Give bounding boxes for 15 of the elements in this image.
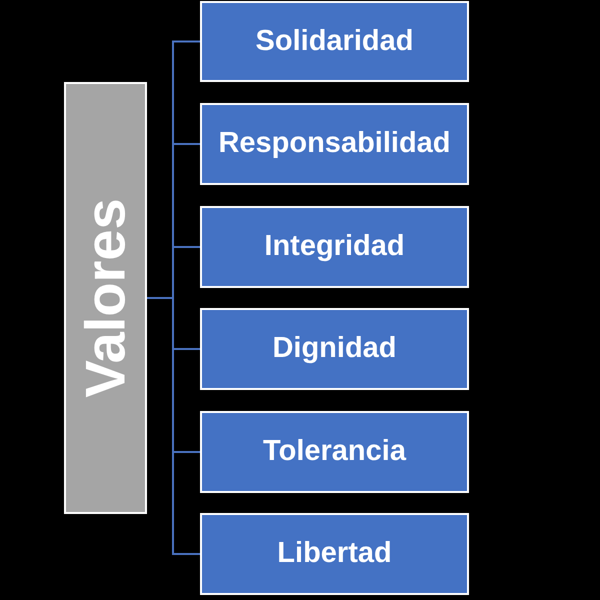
value-box (200, 308, 469, 390)
value-label: Dignidad (272, 333, 397, 365)
value-box (200, 1, 469, 82)
value-label: Responsabilidad (218, 128, 451, 160)
connector-line (147, 297, 200, 555)
value-box (200, 206, 469, 288)
value-box (200, 513, 469, 595)
value-label: Solidaridad (256, 26, 414, 58)
value-box (200, 103, 469, 185)
value-box (200, 411, 469, 493)
value-label: Integridad (264, 231, 405, 263)
value-label: Libertad (277, 538, 392, 570)
category-label: Valores (78, 198, 134, 398)
category-box (64, 82, 147, 514)
value-label: Tolerancia (263, 436, 406, 468)
